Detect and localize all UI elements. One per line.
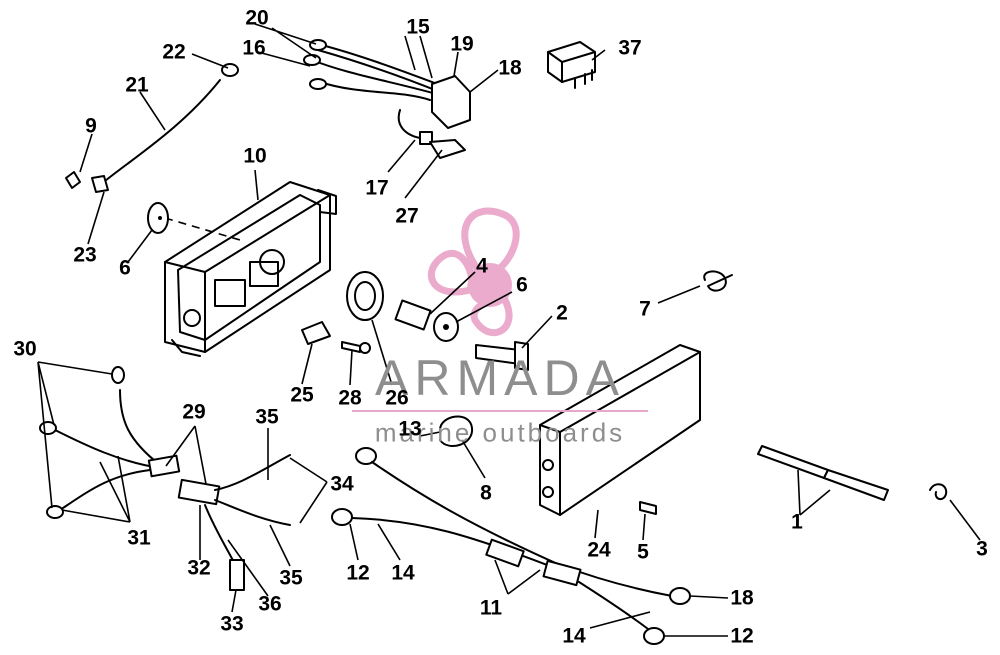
callout-5: 5 bbox=[637, 540, 649, 564]
callout-11: 11 bbox=[479, 596, 503, 620]
watermark-divider bbox=[352, 410, 648, 412]
harness-11 bbox=[331, 447, 691, 645]
callout-14-left: 14 bbox=[391, 561, 415, 585]
callout-33: 33 bbox=[220, 612, 244, 636]
callout-35-bottom: 35 bbox=[279, 566, 303, 590]
callout-29: 29 bbox=[182, 400, 206, 424]
callout-18-right: 18 bbox=[730, 586, 754, 610]
callout-1: 1 bbox=[791, 510, 803, 534]
callout-6-left: 6 bbox=[119, 256, 131, 280]
callout-23: 23 bbox=[73, 243, 97, 267]
callout-12-left: 12 bbox=[346, 561, 370, 585]
callout-12-right: 12 bbox=[730, 624, 754, 648]
module-housing bbox=[164, 181, 337, 357]
callout-8: 8 bbox=[480, 481, 492, 505]
callout-10: 10 bbox=[243, 144, 267, 168]
ground-wire bbox=[99, 79, 221, 186]
callout-36: 36 bbox=[258, 592, 282, 616]
callout-6-right: 6 bbox=[516, 273, 528, 297]
clip-7 bbox=[703, 270, 733, 292]
tubing bbox=[757, 445, 889, 501]
leader-lines bbox=[37, 23, 981, 637]
top-harness bbox=[303, 39, 471, 145]
callout-22: 22 bbox=[162, 40, 186, 64]
callout-16: 16 bbox=[242, 36, 266, 60]
relay bbox=[547, 41, 596, 89]
callout-37: 37 bbox=[618, 36, 642, 60]
callout-19: 19 bbox=[450, 32, 474, 56]
callout-9: 9 bbox=[85, 114, 97, 138]
callout-15: 15 bbox=[406, 15, 430, 39]
callout-24: 24 bbox=[587, 538, 611, 562]
screw-5 bbox=[639, 501, 657, 515]
watermark-title: ARMADA bbox=[375, 350, 625, 406]
callout-34: 34 bbox=[330, 472, 354, 496]
callout-27: 27 bbox=[395, 204, 419, 228]
clip-3 bbox=[929, 483, 948, 500]
callout-2: 2 bbox=[556, 301, 568, 325]
callout-26: 26 bbox=[385, 386, 409, 410]
connector-27 bbox=[429, 139, 466, 159]
callout-20: 20 bbox=[245, 6, 269, 30]
callout-14-right: 14 bbox=[562, 624, 586, 648]
callout-25: 25 bbox=[290, 383, 314, 407]
callout-17: 17 bbox=[365, 176, 389, 200]
callout-13: 13 bbox=[398, 417, 422, 441]
callout-35-top: 35 bbox=[255, 405, 279, 429]
callout-21: 21 bbox=[125, 73, 149, 97]
watermark-subtitle: marine outboards bbox=[374, 417, 626, 448]
callout-32: 32 bbox=[187, 556, 211, 580]
left-harness bbox=[39, 366, 291, 591]
callout-4: 4 bbox=[476, 254, 488, 278]
callout-28: 28 bbox=[338, 386, 362, 410]
callout-18-top: 18 bbox=[498, 56, 522, 80]
callout-7: 7 bbox=[639, 297, 651, 321]
callout-3: 3 bbox=[976, 537, 988, 561]
screw-9 bbox=[65, 171, 81, 189]
mount-hardware bbox=[346, 271, 529, 371]
mounting-plate bbox=[539, 344, 701, 516]
propeller-logo bbox=[427, 207, 520, 336]
callout-31: 31 bbox=[127, 526, 151, 550]
clamp bbox=[439, 415, 474, 447]
callout-30: 30 bbox=[13, 337, 37, 361]
